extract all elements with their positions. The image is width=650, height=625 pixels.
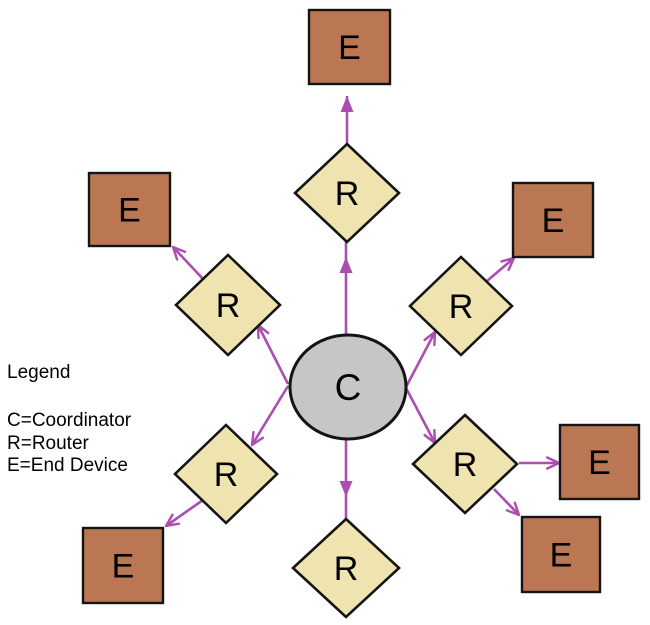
- arrowhead-open: [505, 501, 521, 517]
- router-label-bottom: R: [334, 550, 359, 588]
- arrowhead-open: [500, 256, 516, 272]
- router-node-lower-right: [411, 413, 519, 515]
- link-line-router-lower-right-to-end-lower-right: [493, 488, 520, 516]
- end-device-node-upper-right: [511, 181, 595, 259]
- router-label-upper-right: R: [449, 288, 474, 326]
- router-node-upper-right: [408, 255, 514, 357]
- router-label-lower-left: R: [214, 456, 239, 494]
- end-device-node-upper-left: [87, 171, 172, 248]
- router-node-lower-left: [173, 423, 279, 525]
- end-device-label-top: E: [338, 29, 361, 67]
- legend-entry-end-device: E=End Device: [7, 455, 128, 476]
- arrowhead-open: [546, 456, 561, 470]
- arrowhead-open: [423, 428, 437, 445]
- coordinator-node: [288, 333, 408, 441]
- link-line-router-lower-left-to-end-lower-left: [165, 498, 204, 528]
- router-label-upper-left: R: [216, 287, 241, 325]
- link-line-router-upper-left-to-end-upper-left: [172, 246, 204, 280]
- end-device-node-lower-right: [520, 515, 602, 594]
- arrowhead-open: [164, 513, 180, 528]
- link-line-coordinator-to-router-upper-left: [256, 324, 290, 385]
- end-device-label-lower-right: E: [550, 537, 573, 575]
- router-node-upper-left: [174, 253, 282, 357]
- arrowhead-solid: [339, 257, 353, 273]
- end-device-label-upper-right: E: [542, 202, 565, 240]
- router-node-bottom: [291, 517, 401, 619]
- link-line-coordinator-to-router-lower-right: [404, 387, 437, 444]
- end-device-label-lower-left: E: [112, 548, 135, 586]
- link-line-coordinator-to-router-upper-right: [404, 331, 437, 388]
- arrowhead-open: [423, 330, 437, 347]
- legend-entry-router: R=Router: [7, 433, 89, 454]
- arrowhead-solid: [339, 481, 353, 497]
- end-device-label-upper-left: E: [118, 192, 141, 230]
- coordinator-label: C: [335, 367, 362, 408]
- router-label-top: R: [335, 175, 360, 213]
- link-line-router-upper-right-to-end-upper-right: [486, 257, 515, 282]
- arrowhead-open: [171, 245, 187, 261]
- arrowhead-open: [250, 430, 265, 447]
- router-node-top: [293, 142, 401, 244]
- end-device-label-right: E: [588, 444, 611, 482]
- end-device-node-lower-left: [81, 526, 165, 605]
- end-device-node-top: [307, 8, 392, 86]
- legend-title: Legend: [7, 362, 71, 383]
- end-device-node-right: [558, 423, 641, 501]
- arrowhead-solid: [340, 96, 354, 112]
- legend-entry-coordinator: C=Coordinator: [7, 410, 132, 431]
- link-line-coordinator-to-router-lower-left: [250, 385, 290, 446]
- router-label-lower-right: R: [453, 446, 478, 484]
